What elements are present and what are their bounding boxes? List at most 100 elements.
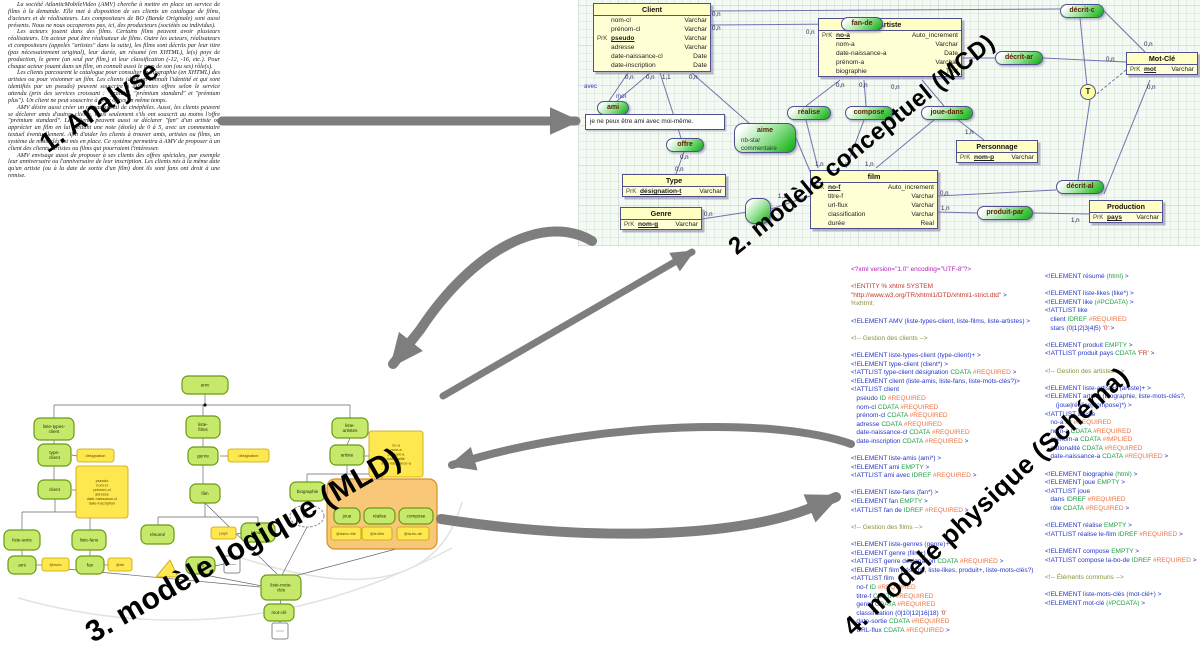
- mcd-relation: décrit-c: [1060, 4, 1104, 18]
- attribute-name: date-naissance-a: [836, 50, 887, 58]
- mcd-link: [937, 211, 978, 214]
- mld-node-label: résumé: [150, 532, 166, 537]
- mld-note-text: @de: [116, 562, 124, 567]
- code-line: [1045, 514, 1200, 523]
- primary-key-tag: PrK: [597, 35, 608, 43]
- mld-node-label: liste-amis: [12, 538, 32, 543]
- mld-node-label: liste-films: [198, 422, 208, 432]
- attribute-name: classification: [828, 211, 866, 219]
- code-line: [1045, 359, 1200, 368]
- mcd-link: [1032, 212, 1090, 215]
- flow-arrow: [436, 492, 841, 539]
- mld-node-label: type-client: [49, 450, 60, 460]
- analyse-document: La société AtlanticMobileVideo (AMV) che…: [8, 1, 220, 180]
- mld-note: [75, 465, 129, 519]
- cardinality-label: 1,n: [840, 161, 849, 168]
- cardinality-label: 0,n: [689, 74, 698, 81]
- code-line: <!ATTLIST fan de IDREF #REQUIRED >: [851, 506, 969, 514]
- code-line: [1045, 565, 1200, 574]
- mld-node-label: genre: [197, 454, 209, 459]
- attribute-type: Varchar: [684, 35, 707, 43]
- attribute-name: mot: [1144, 66, 1157, 73]
- mld-node: [7, 555, 37, 575]
- flow-arrow: [439, 248, 696, 400]
- mld-node: [363, 507, 396, 525]
- cardinality-label: 0,n: [1144, 41, 1153, 48]
- cardinality-label: 0,n: [1147, 84, 1156, 91]
- code-line: <!ELEMENT fan EMPTY >: [851, 498, 928, 506]
- mld-node: [289, 481, 326, 502]
- cardinality-label: 0,n: [859, 82, 868, 89]
- code-line: [1045, 333, 1200, 342]
- code-line: <!ATTLIST compose la-bo-de IDREF #REQUIR…: [1045, 556, 1197, 564]
- mcd-link: [1077, 99, 1091, 181]
- code-line: <!ELEMENT AMV (liste-types-client, liste…: [851, 317, 1031, 325]
- mcd-relation-attribute: commentaire: [741, 144, 777, 152]
- cardinality-label: 0,n: [940, 190, 949, 197]
- mcd-relation: offre: [666, 138, 704, 152]
- mld-background-arc: [17, 547, 453, 621]
- mld-edge: [286, 547, 401, 579]
- attribute-type: Date: [944, 50, 958, 58]
- code-line: [851, 275, 1041, 284]
- code-line: <!-- Gestion des films -->: [851, 523, 923, 531]
- code-line: <!-- Gestion des clients -->: [851, 334, 928, 342]
- cardinality-label: 0,n: [712, 25, 721, 32]
- mcd-link: [710, 8, 1061, 12]
- code-line: "http://www.w3.org/TR/xhtml1/DTD/xhtml1-…: [851, 291, 1007, 299]
- mcd-entity-title: Genre: [621, 208, 701, 220]
- attribute-type: Date: [693, 62, 707, 70]
- mld-node-label: liste-artistes: [343, 423, 359, 433]
- attribute-name: biographie: [836, 68, 867, 76]
- code-line: <!ELEMENT ami EMPTY >: [851, 463, 930, 471]
- attribute-name: url-flux: [828, 202, 848, 210]
- mld-edge: [214, 563, 225, 567]
- attribute-type: Varchar: [911, 202, 934, 210]
- mld-node-label: client: [49, 487, 60, 492]
- code-line: no-a ID #REQUIRED: [1050, 419, 1112, 427]
- attribute-name: no-f: [828, 184, 841, 191]
- mld-note: [330, 526, 362, 541]
- code-line: <!ELEMENT artiste (biographie, liste-mot…: [1045, 393, 1186, 401]
- flow-arrow: [388, 226, 597, 369]
- attribute-type: Varchar: [684, 44, 707, 52]
- code-line: <!ELEMENT produit EMPTY >: [1045, 341, 1133, 349]
- mcd-link: [1103, 10, 1146, 53]
- code-line: nationalité CDATA #REQUIRED: [1050, 444, 1143, 452]
- cardinality-label: 1,n: [1071, 217, 1080, 224]
- code-line: client IDREF #REQUIRED: [1050, 315, 1127, 323]
- code-line: dans IDREF #REQUIRED: [1050, 496, 1126, 504]
- mcd-link: [1079, 17, 1088, 87]
- code-line: <!ATTLIST like: [1045, 307, 1088, 315]
- mld-node: [181, 375, 229, 395]
- mcd-relation: joue-dans: [921, 106, 973, 120]
- schema-code-column-1: <?xml version="1.0" encoding="UTF-8"?> <…: [851, 266, 1041, 636]
- mld-node-label: film: [197, 563, 204, 568]
- primary-key-tag: [822, 67, 836, 76]
- code-line: <!ELEMENT liste-genres (genre)+ >: [851, 541, 955, 548]
- code-line: <!ELEMENT like (#PCDATA) >: [1045, 298, 1134, 306]
- mld-cloud-shape: [289, 504, 325, 528]
- analyse-paragraph: AMV envisage aussi de proposer à ses cli…: [8, 151, 220, 180]
- primary-key-tag: PrK: [626, 188, 637, 195]
- attribute-name: nom-cl: [611, 17, 631, 24]
- mcd-note: je ne peux être ami avec moi-même.: [585, 114, 725, 130]
- attribute-type: Auto_increment: [887, 184, 934, 191]
- mld-node-label: film: [201, 491, 208, 496]
- primary-key-tag: PrK: [822, 32, 833, 39]
- attribute-name: titre-f: [828, 193, 844, 201]
- code-line: adresse CDATA #REQUIRED: [856, 420, 942, 428]
- mld-edge: [281, 526, 308, 576]
- code-line: rôle CDATA #REQUIRED >: [1050, 505, 1130, 513]
